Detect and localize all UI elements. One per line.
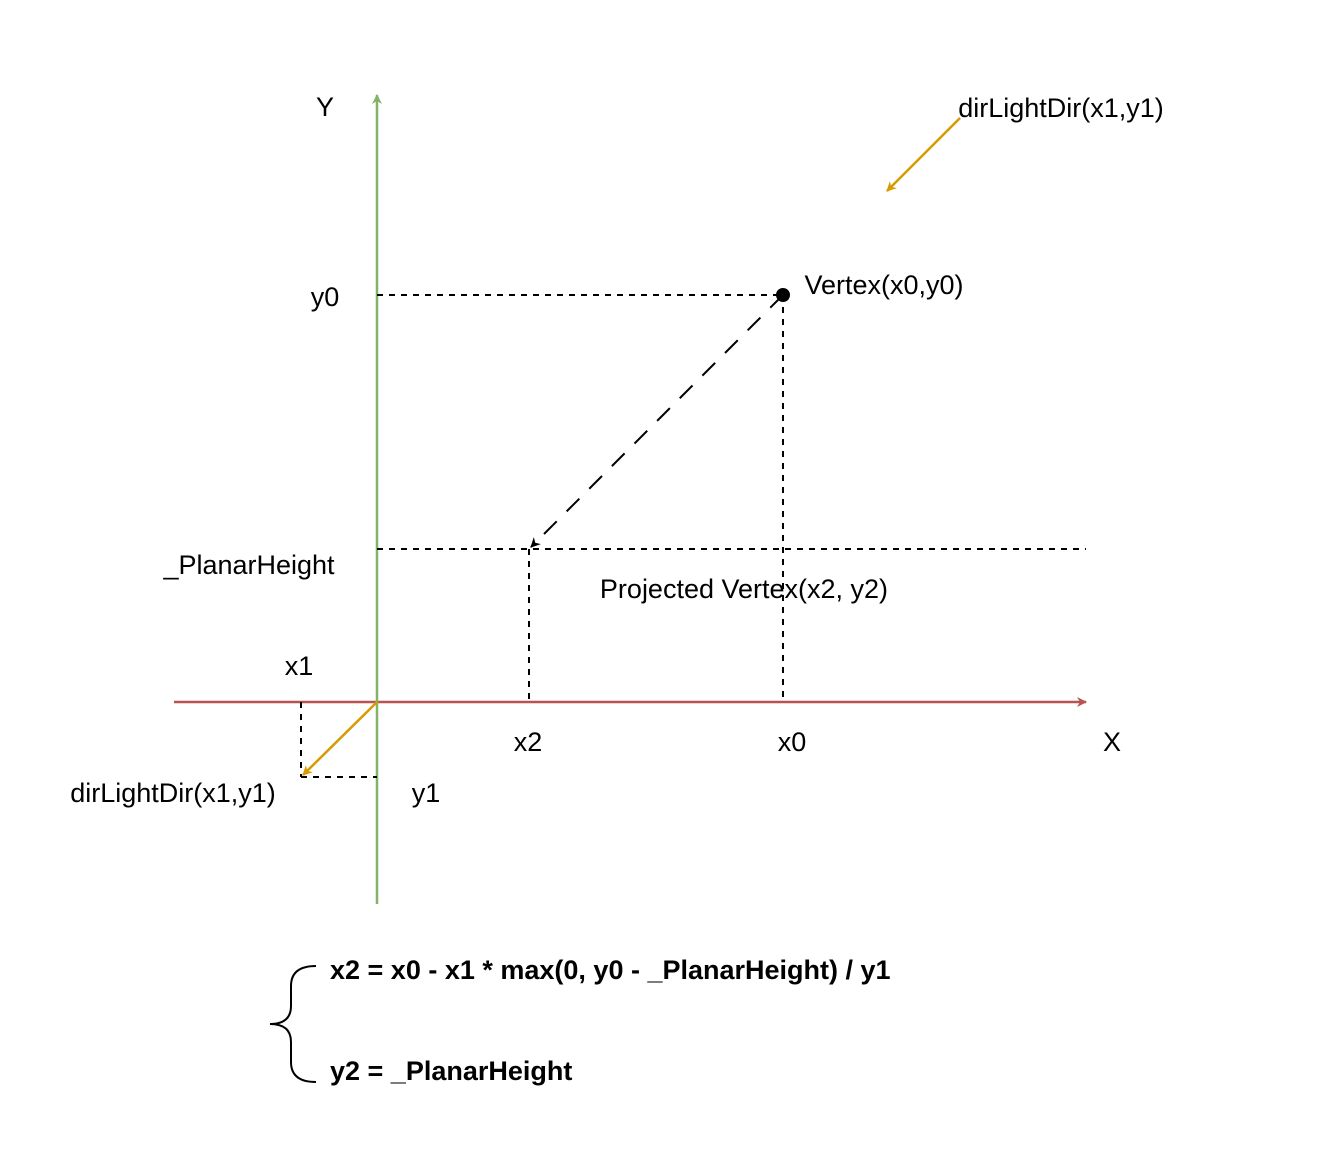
x0-label: x0 — [778, 727, 807, 757]
light-direction-arrow-top — [886, 117, 961, 192]
projection-arrow — [530, 294, 784, 548]
vertex-label: Vertex(x0,y0) — [804, 270, 963, 300]
projected-vertex-label: Projected Vertex(x2, y2) — [600, 574, 888, 604]
y-axis-label: Y — [316, 92, 334, 122]
x1-label: x1 — [285, 651, 314, 681]
dashed-guides — [300, 294, 1086, 778]
light-direction-arrow-origin — [302, 701, 378, 776]
light-direction-label-top: dirLightDir(x1,y1) — [958, 93, 1164, 123]
planar-height-label: _PlanarHeight — [162, 550, 335, 580]
vertex-point — [776, 288, 790, 302]
x-axis-label: X — [1103, 727, 1121, 757]
y1-label: y1 — [412, 778, 441, 808]
equation-brace — [269, 965, 317, 1083]
equation-x2: x2 = x0 - x1 * max(0, y0 - _PlanarHeight… — [330, 955, 891, 985]
y0-label: y0 — [311, 282, 340, 312]
x2-label: x2 — [514, 727, 543, 757]
light-direction-label-bottom: dirLightDir(x1,y1) — [70, 778, 276, 808]
equation-y2: y2 = _PlanarHeight — [330, 1056, 572, 1086]
